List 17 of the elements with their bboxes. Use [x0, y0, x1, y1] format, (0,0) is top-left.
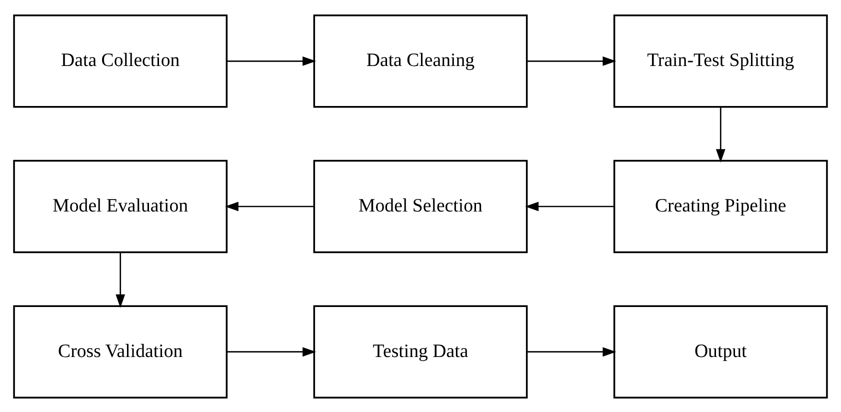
node-box: Model Selection [313, 159, 528, 253]
node-box: Testing Data [313, 304, 528, 398]
node-box: Data Cleaning [313, 14, 528, 108]
node-box: Data Collection [13, 14, 228, 108]
node-box: Creating Pipeline [613, 159, 828, 253]
arrow [525, 201, 614, 211]
node-box: Model Evaluation [13, 159, 228, 253]
node-box: Train-Test Splitting [613, 14, 828, 108]
arrow [227, 56, 316, 66]
node-box: Output [613, 304, 828, 398]
arrow [716, 106, 726, 162]
arrow [527, 56, 616, 66]
node-box: Cross Validation [13, 304, 228, 398]
arrow [224, 201, 314, 211]
arrow [227, 346, 316, 356]
arrow [527, 346, 616, 356]
arrow [116, 252, 126, 308]
